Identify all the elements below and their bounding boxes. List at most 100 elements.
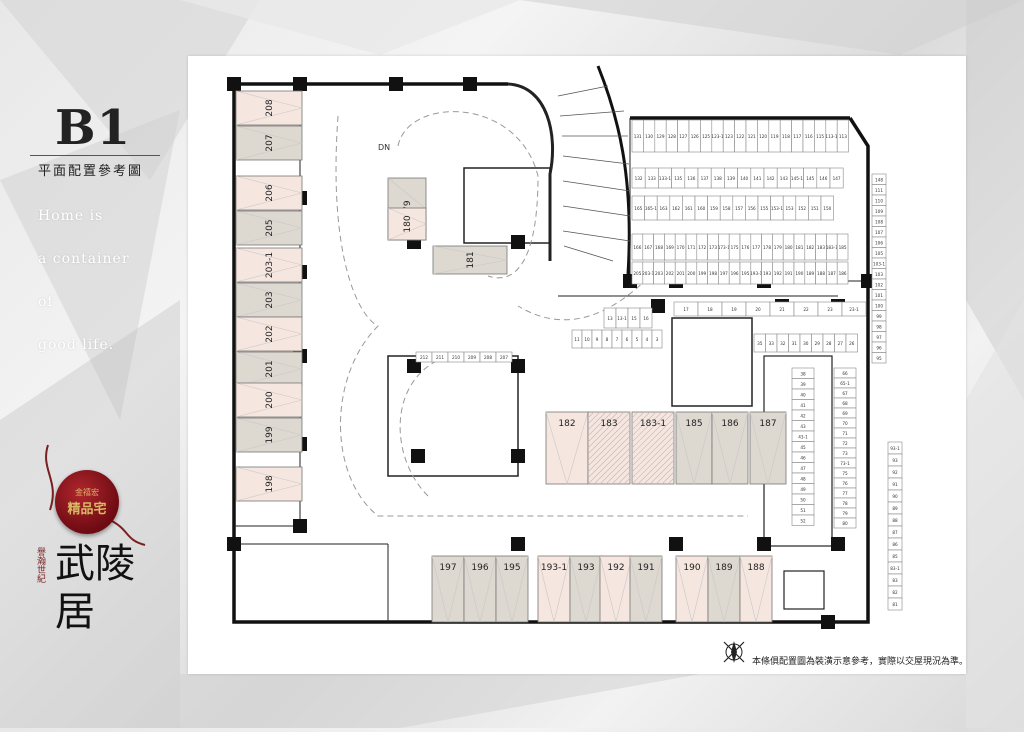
top-row-5-199: 199 (696, 261, 708, 285)
row-mid-1-17: 17 (673, 301, 699, 317)
top-row-4-183-label: 183 (817, 245, 825, 250)
middle-space-183-1-label: 183-1 (640, 419, 666, 429)
column-12 (407, 359, 421, 373)
top-row-1-130: 130 (643, 119, 656, 153)
top-row-5-196-label: 196 (731, 271, 739, 276)
top-row-2-145-1-label: 145-1 (791, 176, 804, 181)
row-mid-3-5: 5 (631, 329, 643, 349)
top-row-3-152: 152 (795, 195, 809, 221)
bottom-space-195-label: 195 (503, 563, 520, 573)
right-col-107-label: 107 (875, 230, 883, 235)
top-row-1-126: 126 (688, 119, 701, 153)
right-col-148-label: 148 (875, 177, 883, 182)
top-row-3-155-label: 155 (760, 206, 768, 211)
right-mid-a-39-label: 39 (800, 382, 806, 387)
right-col-99: 99 (871, 310, 887, 322)
top-row-5-198: 198 (707, 261, 719, 285)
top-row-3-160-label: 160 (697, 206, 705, 211)
column-9 (227, 537, 241, 551)
right-mid-b-80-label: 80 (842, 521, 848, 526)
column-8 (293, 519, 307, 533)
top-row-1-116: 116 (802, 119, 815, 153)
top-row-5-189-label: 189 (806, 271, 814, 276)
left-space-203: 203 (235, 282, 303, 318)
brand-small-text: 譽瀚世紀 (35, 547, 45, 583)
right-mid-b-66: 66 (833, 367, 857, 379)
column-13 (511, 359, 525, 373)
right-col-2-90: 90 (887, 489, 903, 503)
right-col-96-label: 96 (876, 345, 882, 350)
top-row-3-153-1-label: 153-1 (771, 206, 784, 211)
right-mid-a-46-label: 46 (800, 455, 806, 460)
top-row-2-135-label: 135 (674, 176, 682, 181)
right-mid-a-40-label: 40 (800, 392, 806, 397)
right-mid-b-78: 78 (833, 497, 857, 509)
bottom-space-191: 191 (629, 555, 663, 623)
bottom-space-193-label: 193 (577, 563, 594, 573)
right-col-105-label: 105 (875, 251, 883, 256)
right-col-2-83-1-label: 83-1 (890, 566, 900, 571)
left-space-203-1: 203-1 (235, 247, 303, 283)
top-row-4-178: 178 (761, 233, 773, 261)
top-row-2-142: 142 (763, 167, 778, 189)
row-mid-1-20-label: 20 (755, 307, 761, 312)
driveway-path (335, 111, 748, 517)
top-row-5-193-1-label: 193-1 (750, 271, 763, 276)
right-mid-b-73-label: 73 (842, 451, 848, 456)
top-row-2-133-1: 133-1 (658, 167, 672, 189)
left-space-199: 199 (235, 417, 303, 453)
top-row-4-178-label: 178 (763, 245, 771, 250)
top-row-1-125-label: 125 (702, 134, 710, 139)
row-mid-1-23-label: 23 (827, 307, 833, 312)
right-col-111: 111 (871, 184, 887, 196)
plan-subtitle: 平面配置參考圖 (38, 164, 144, 179)
top-row-1-118-label: 118 (782, 134, 790, 139)
top-row-1-127: 127 (677, 119, 690, 153)
top-row-5-202-label: 202 (666, 271, 674, 276)
top-row-5-201: 201 (674, 261, 687, 285)
slogan-line-1: Home is (38, 208, 104, 224)
right-col-95-label: 95 (876, 356, 882, 361)
left-space-208-label: 208 (265, 99, 275, 116)
right-mid-a-42-label: 42 (800, 413, 806, 418)
top-row-4-182: 182 (804, 233, 816, 261)
top-row-5-189: 189 (804, 261, 816, 285)
right-mid-a-42: 42 (791, 409, 815, 421)
row-mid-3-10: 10 (581, 329, 593, 349)
right-col-2-92-label: 92 (892, 470, 898, 475)
small-misc-207-label: 207 (500, 355, 508, 360)
top-row-1-131-label: 131 (634, 134, 642, 139)
right-mid-b-72-label: 72 (842, 441, 848, 446)
row-mid-2-15: 15 (627, 307, 641, 329)
column-11 (511, 235, 525, 249)
top-row-5-202: 202 (664, 261, 676, 285)
bottom-space-196-label: 196 (471, 563, 488, 573)
right-mid-b-65-1-label: 65-1 (840, 381, 850, 386)
top-row-4-183-1: 183-1 (826, 233, 838, 261)
top-row-1-123-1: 123-1 (711, 119, 724, 153)
right-mid-b-79: 79 (833, 507, 857, 519)
bottom-space-195: 195 (495, 555, 529, 623)
top-row-3-156: 156 (745, 195, 759, 221)
left-space-207-label: 207 (265, 134, 275, 151)
top-row-3-162: 162 (669, 195, 683, 221)
right-mid-a-52-label: 52 (800, 518, 806, 523)
row-mid-4-27-label: 27 (838, 341, 844, 346)
right-mid-b-68-label: 68 (842, 401, 848, 406)
top-row-3-153-label: 153 (786, 206, 794, 211)
right-col-2-87-label: 87 (892, 530, 898, 535)
slogan-line-3: of (38, 294, 54, 310)
left-space-203-1-label: 203-1 (265, 252, 275, 278)
bottom-space-188: 188 (739, 555, 773, 623)
top-row-4-181-label: 181 (795, 245, 803, 250)
dn-label: DN (378, 143, 390, 152)
top-row-3-160: 160 (694, 195, 708, 221)
right-mid-a-52: 52 (791, 514, 815, 526)
row-mid-1-23-1-label: 23-1 (849, 307, 859, 312)
right-mid-a-39: 39 (791, 378, 815, 390)
right-col-2-91: 91 (887, 477, 903, 491)
top-row-2-132: 132 (631, 167, 646, 189)
slogan-line-4: good life. (38, 337, 115, 353)
right-col-96: 96 (871, 341, 887, 353)
top-row-1-122-label: 122 (736, 134, 744, 139)
